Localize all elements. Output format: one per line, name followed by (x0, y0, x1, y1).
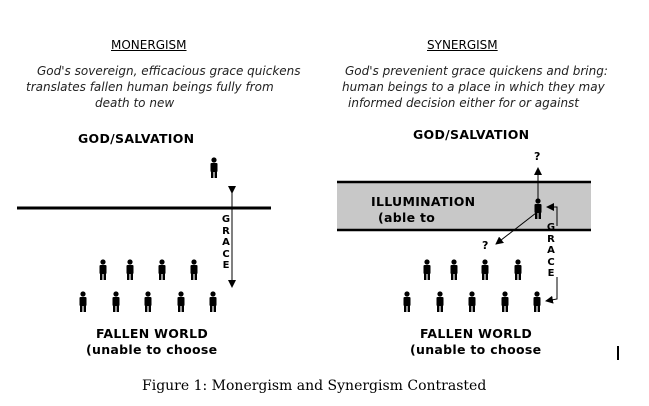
synergism-unable: (unable to choose (410, 342, 542, 357)
people-left (79, 157, 218, 312)
monergism-god-salvation: GOD/SALVATION (78, 131, 195, 146)
monergism-unable: (unable to choose (86, 342, 218, 357)
able-to-label: (able to (378, 210, 436, 225)
synergism-fallen-world: FALLEN WORLD (420, 326, 533, 341)
arrow-down-left (495, 212, 537, 245)
monergism-title: MONERGISM (111, 38, 187, 52)
synergism-desc-1: God's prevenient grace quickens and brin… (345, 64, 608, 78)
question-up: ? (534, 150, 541, 163)
synergism-title: SYNERGISM (427, 38, 498, 52)
monergism-desc-3: death to new (95, 96, 175, 110)
synergism-god-salvation: GOD/SALVATION (413, 127, 530, 142)
monergism-desc-1: God's sovereign, efficacious grace quick… (37, 64, 301, 78)
monergism-desc-2: translates fallen human beings fully fro… (26, 80, 274, 94)
monergism-fallen-world: FALLEN WORLD (96, 326, 209, 341)
synergism-desc-2: human beings to a place in which they ma… (342, 80, 605, 94)
synergism-desc-3: informed decision either for or against (348, 96, 580, 110)
question-down: ? (482, 239, 489, 252)
figure-caption: Figure 1: Monergism and Synergism Contra… (142, 378, 487, 394)
illumination-label: ILLUMINATION (371, 194, 476, 209)
text-cursor (617, 346, 619, 360)
grace-arrow-right (546, 203, 558, 226)
